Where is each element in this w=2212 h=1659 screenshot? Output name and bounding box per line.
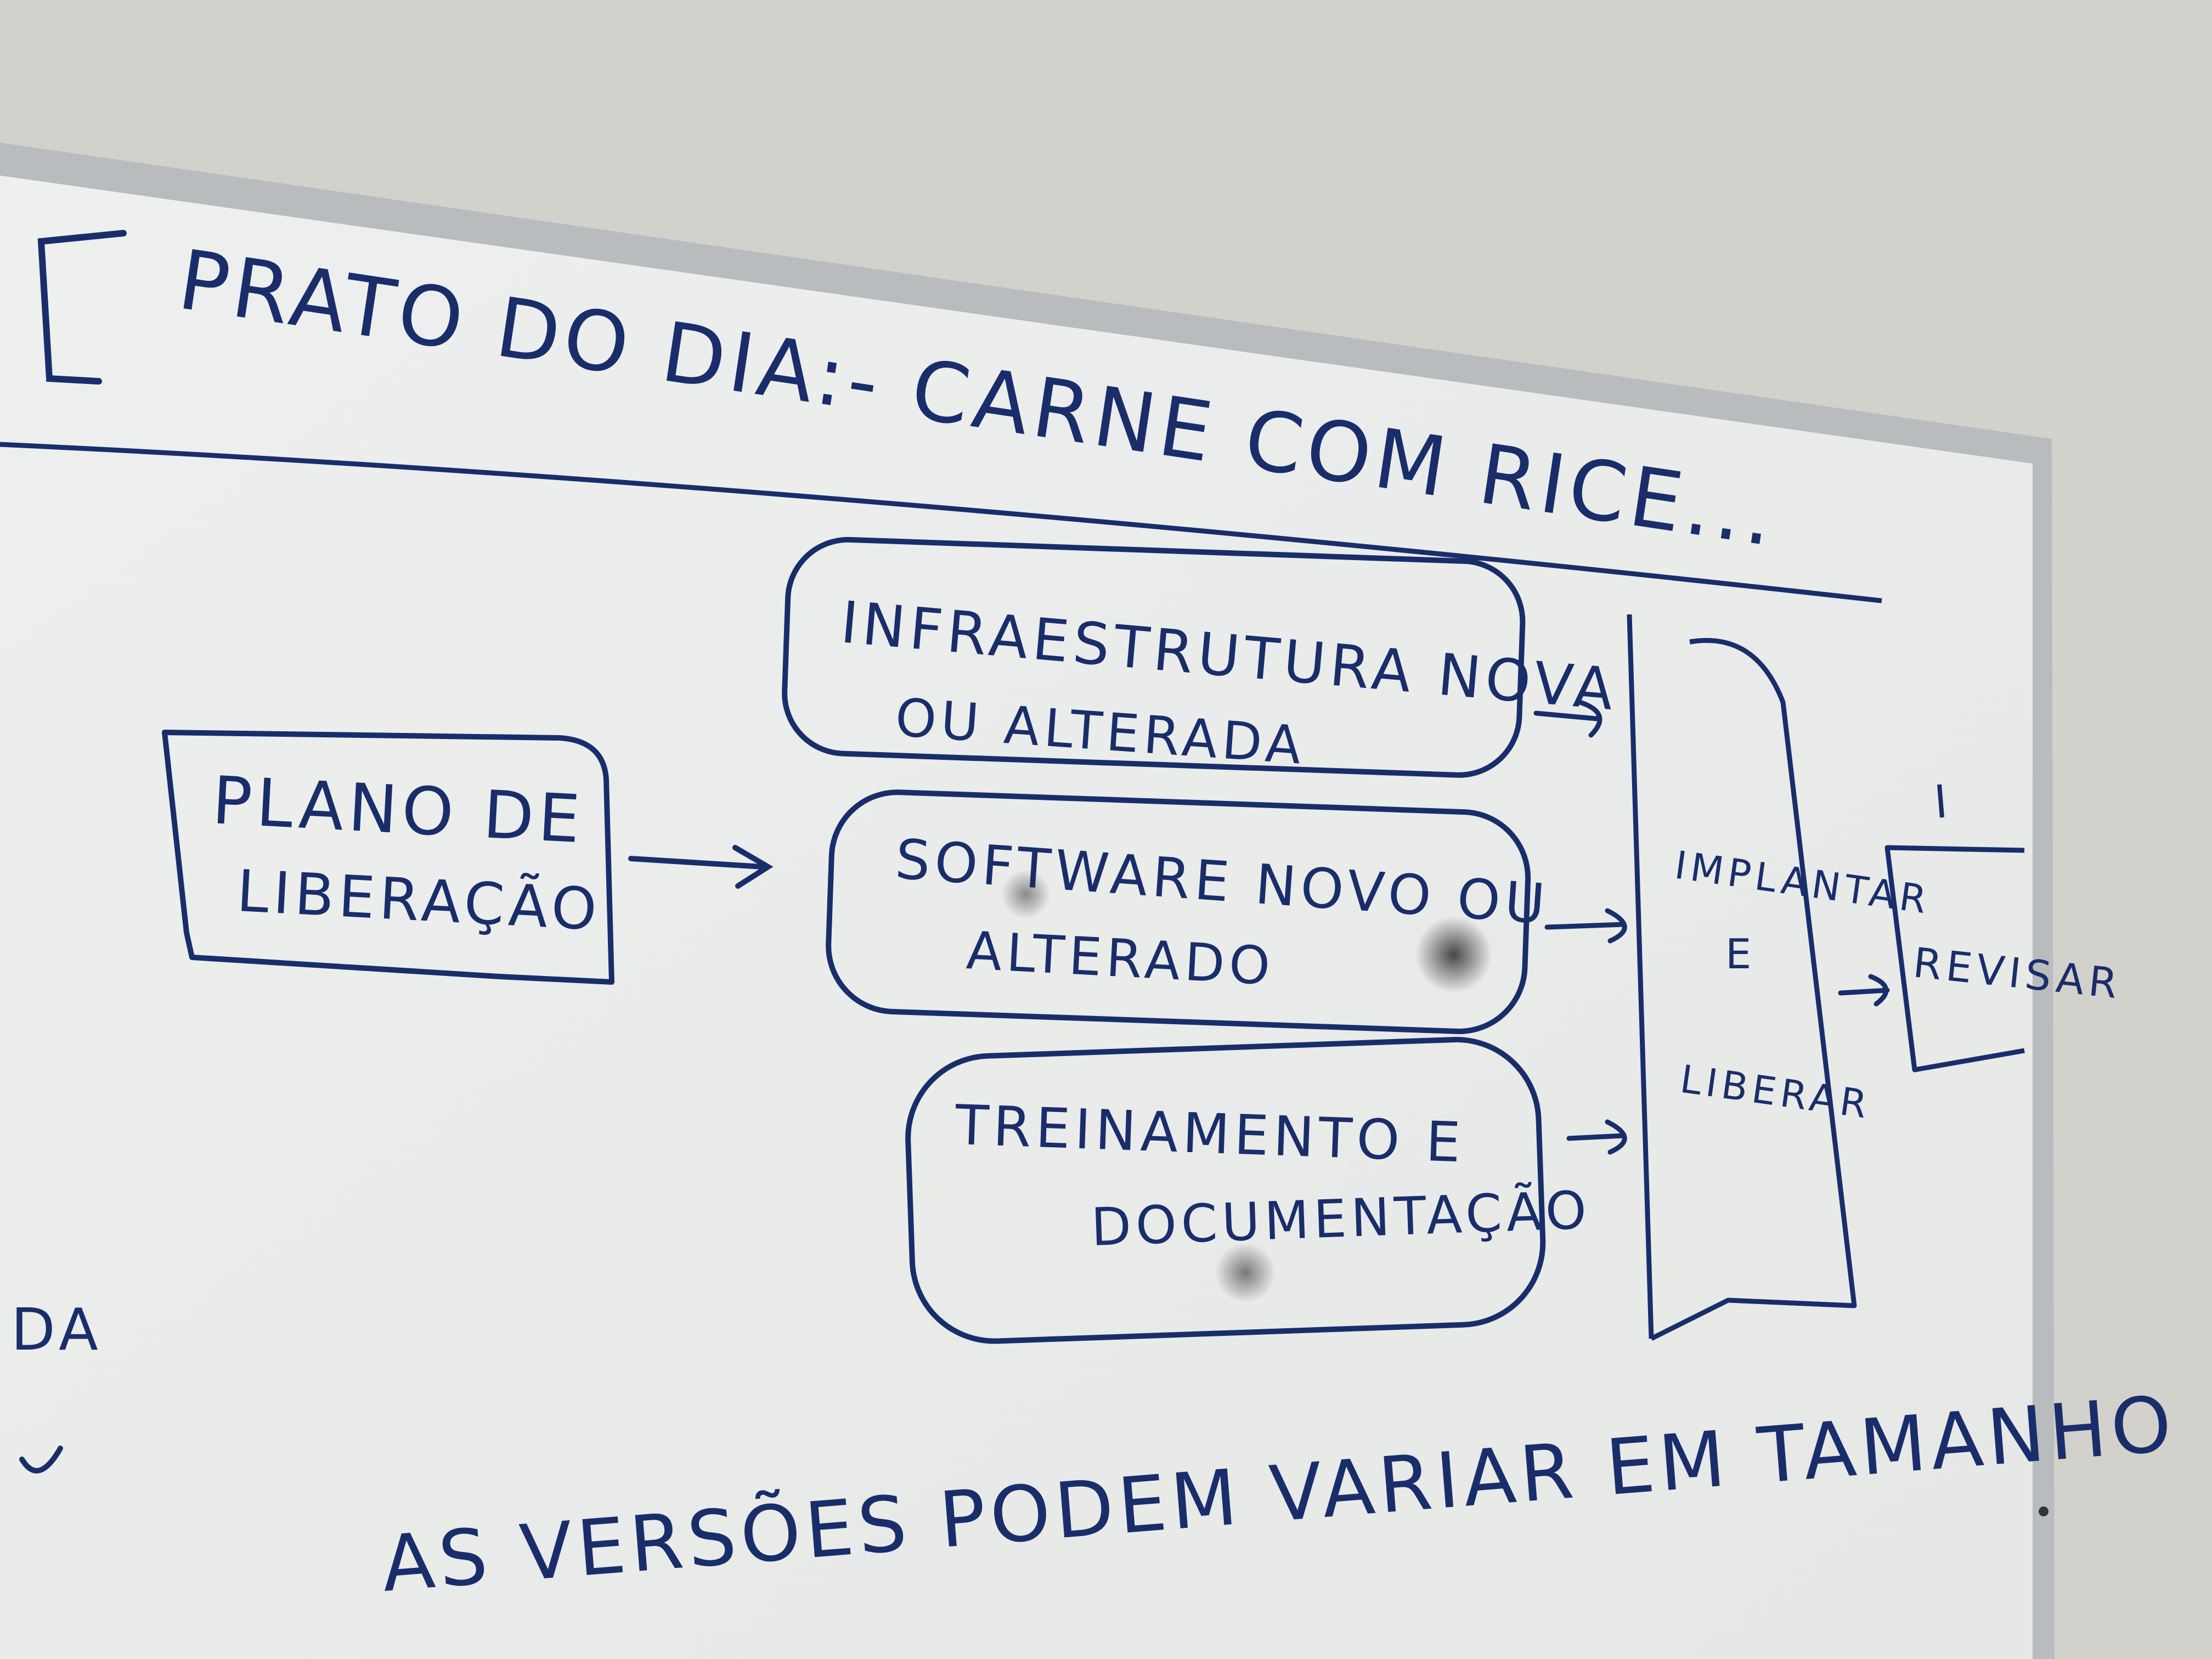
header-underline xyxy=(0,442,1882,603)
arrow-implant-to-review xyxy=(1838,974,1890,1007)
arrow-software-to-implant xyxy=(1544,908,1627,944)
eraser-smudge xyxy=(1215,1243,1276,1303)
arrow-plan-to-software xyxy=(628,845,774,889)
whiteboard-surface xyxy=(0,176,2033,1659)
left-fragment-text: DA xyxy=(11,1296,103,1363)
frame-screw xyxy=(2039,1506,2049,1516)
eraser-smudge xyxy=(1415,916,1492,993)
arrow-training-to-implant xyxy=(1566,1119,1627,1155)
implant-box-line2: E xyxy=(1725,930,1756,978)
eraser-smudge xyxy=(1001,870,1051,919)
left-fragment-mark xyxy=(19,1446,63,1474)
header-bracket xyxy=(37,230,127,385)
arrow-infrastructure-to-implant xyxy=(1533,699,1602,738)
